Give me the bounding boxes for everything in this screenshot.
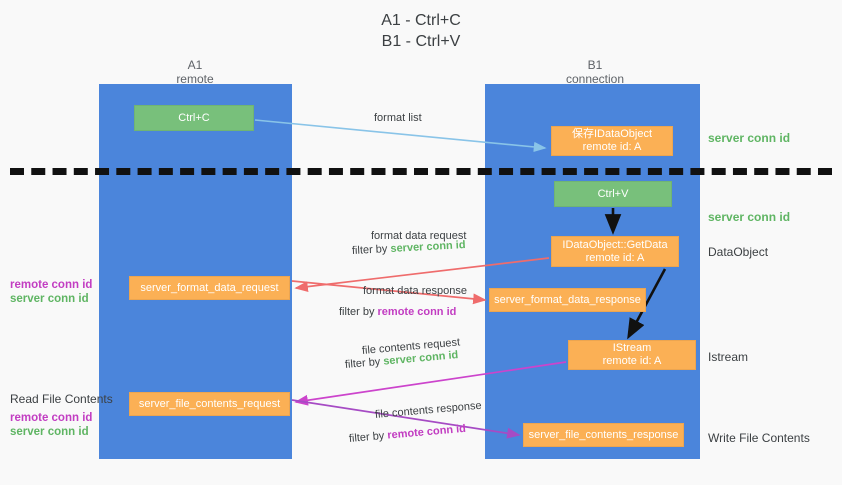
label-write-file-contents: Write File Contents [708, 431, 810, 445]
label-istream: Istream [708, 350, 749, 364]
filter-prefix: filter by [344, 355, 384, 371]
filter-prefix: filter by [339, 306, 378, 318]
label-remote-conn-id-2: remote conn id [10, 412, 93, 424]
filter-value-server-conn-id: server conn id [390, 239, 466, 255]
page-title: A1 - Ctrl+C B1 - Ctrl+V [381, 12, 461, 50]
label-server-conn-id-mid: server conn id [708, 210, 791, 224]
edge-label-format-data-request: format data request [371, 230, 467, 242]
box-server-format-data-request[interactable]: server_format_data_request [129, 276, 290, 300]
filter-value-remote-conn-id: remote conn id [377, 306, 457, 318]
label-remote-conn-id-1: remote conn id [10, 279, 93, 291]
edge-label-format-data-response: format data response [363, 285, 467, 297]
box-save-idataobject[interactable]: 保存IDataObject remote id: A [551, 126, 673, 156]
box-idataobject-getdata[interactable]: IDataObject::GetData remote id: A [551, 236, 679, 267]
edge-label-format-list: format list [374, 112, 422, 124]
box-server-format-data-response[interactable]: server_format_data_response [489, 288, 646, 312]
filter-value-remote-conn-id: remote conn id [386, 422, 467, 442]
edge-label-file-contents-response-filter: filter by remote conn id [348, 422, 466, 447]
box-ctrl-v[interactable]: Ctrl+V [554, 181, 672, 207]
label-conn-ids-top: remote conn id server conn id [10, 278, 92, 306]
label-dataobject: DataObject [708, 245, 769, 259]
lane-header-a1: A1 remote [176, 58, 214, 86]
label-server-conn-id-top: server conn id [708, 131, 791, 145]
edge-label-file-contents-response: file contents response [374, 399, 483, 421]
edge-label-format-data-request-filter: filter by server conn id [352, 238, 466, 259]
label-server-conn-id-left-2: server conn id [10, 426, 89, 438]
box-istream[interactable]: IStream remote id: A [568, 340, 696, 370]
dashed-divider [10, 168, 832, 175]
label-conn-ids-bottom: remote conn id server conn id [10, 411, 92, 439]
label-read-file-contents: Read File Contents [10, 392, 113, 406]
box-server-file-contents-request[interactable]: server_file_contents_request [129, 392, 290, 416]
filter-prefix: filter by [351, 242, 391, 257]
filter-prefix: filter by [348, 429, 388, 445]
box-server-file-contents-response[interactable]: server_file_contents_response [523, 423, 684, 447]
edge-label-format-data-response-filter: filter by remote conn id [339, 305, 456, 320]
lane-header-b1: B1 connection [565, 58, 625, 86]
label-server-conn-id-left-1: server conn id [10, 293, 89, 305]
box-ctrl-c[interactable]: Ctrl+C [134, 105, 254, 131]
